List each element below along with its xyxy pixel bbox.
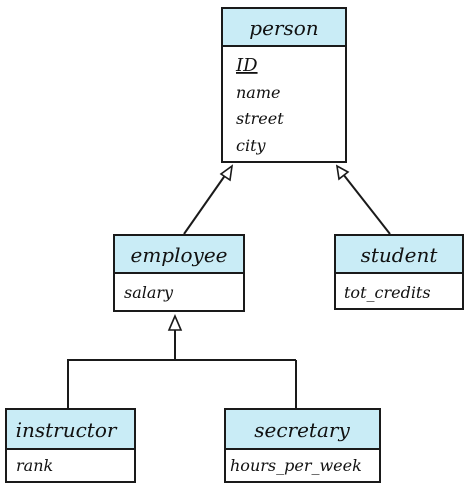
entity-instructor: instructor rank bbox=[5, 408, 136, 483]
entity-employee: employee salary bbox=[113, 234, 245, 312]
employee-to-person-line bbox=[183, 173, 227, 235]
entity-student-body bbox=[334, 272, 464, 310]
entity-employee-body bbox=[113, 272, 245, 312]
entity-student-name: student bbox=[361, 243, 439, 267]
student-to-person-line bbox=[342, 173, 391, 235]
entity-secretary-header bbox=[224, 408, 381, 450]
entity-secretary: secretary hours_per_week bbox=[224, 408, 381, 483]
employee-spec-arrowhead bbox=[167, 313, 183, 331]
employee-to-person-arrowhead bbox=[219, 164, 234, 182]
entity-instructor-header bbox=[5, 408, 136, 450]
entity-person-header bbox=[221, 7, 347, 47]
entity-student-attr-tot-credits: tot_credits bbox=[344, 283, 431, 302]
entity-person-attr-city: city bbox=[236, 136, 267, 155]
entity-student: student tot_credits bbox=[334, 234, 464, 310]
entity-person-attr-street: street bbox=[236, 109, 284, 128]
entity-secretary-body bbox=[224, 448, 381, 483]
connectors bbox=[67, 164, 391, 409]
entity-employee-attr-salary: salary bbox=[124, 283, 174, 302]
entity-instructor-attr-rank: rank bbox=[16, 456, 53, 475]
entity-person-attr-id: ID bbox=[235, 55, 258, 76]
entity-instructor-name: instructor bbox=[16, 418, 118, 442]
entity-instructor-body bbox=[5, 448, 136, 483]
entity-secretary-name: secretary bbox=[254, 418, 350, 442]
entity-person-body bbox=[221, 45, 347, 163]
entity-employee-name: employee bbox=[130, 243, 227, 267]
student-to-person-arrowhead bbox=[335, 164, 350, 181]
entity-person: person ID name street city bbox=[221, 7, 347, 163]
entity-person-name: person bbox=[249, 16, 318, 40]
entity-person-attr-name: name bbox=[236, 83, 280, 102]
entity-secretary-attr-hours-per-week: hours_per_week bbox=[230, 456, 362, 475]
